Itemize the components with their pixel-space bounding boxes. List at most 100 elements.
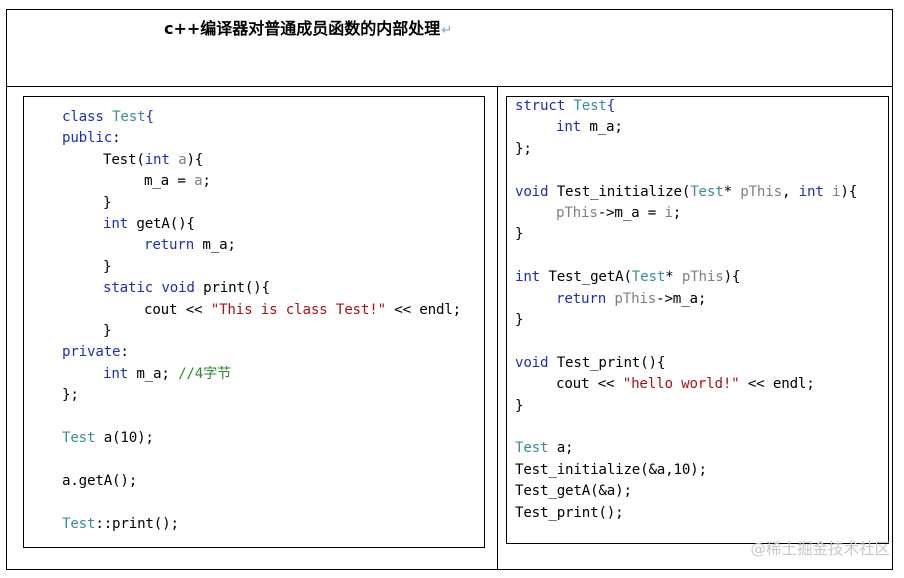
code-line: return m_a; bbox=[144, 236, 236, 254]
code-token: m_a; bbox=[589, 119, 623, 136]
code-token: struct bbox=[515, 98, 574, 114]
code-token: public bbox=[62, 130, 113, 147]
code-line: } bbox=[103, 322, 112, 340]
code-token: Test_initialize(&a,10); bbox=[515, 461, 707, 478]
code-token: } bbox=[103, 194, 112, 211]
code-line: private: bbox=[62, 343, 129, 361]
code-token: a; bbox=[548, 440, 574, 457]
code-token: return bbox=[144, 237, 203, 254]
code-token: int bbox=[103, 216, 137, 232]
code-token: int bbox=[556, 119, 590, 136]
c-struct-code-block: struct Test{int m_a;};void Test_initiali… bbox=[506, 96, 889, 544]
code-token: } bbox=[515, 397, 524, 414]
code-token: void bbox=[515, 183, 557, 200]
code-token: void bbox=[161, 280, 204, 297]
code-token: getA(){ bbox=[136, 216, 195, 232]
code-token: a bbox=[194, 173, 203, 190]
table-row-divider bbox=[6, 86, 893, 87]
code-token: Test( bbox=[103, 151, 145, 168]
code-line: Test::print(); bbox=[62, 515, 179, 533]
code-token: } bbox=[515, 226, 524, 243]
code-token: i bbox=[664, 205, 673, 221]
code-token: } bbox=[103, 323, 112, 339]
code-line: m_a = a; bbox=[144, 172, 211, 190]
code-token: }; bbox=[62, 387, 79, 404]
code-line: int m_a; //4字节 bbox=[103, 365, 231, 383]
cpp-class-code-block: class Test{public:Test(int a){m_a = a;}i… bbox=[23, 96, 485, 548]
code-line: a.getA(); bbox=[62, 472, 137, 490]
code-token: return bbox=[556, 290, 615, 307]
document-title: c++编译器对普通成员函数的内部处理↵ bbox=[164, 15, 452, 39]
code-line: cout << "This is class Test!" << endl; bbox=[144, 301, 461, 319]
code-token: Test_print(){ bbox=[556, 354, 666, 371]
code-token: "hello world!" bbox=[622, 376, 740, 393]
code-line: } bbox=[515, 397, 524, 415]
code-token: { bbox=[606, 98, 616, 114]
code-line: Test_getA(&a); bbox=[515, 482, 632, 500]
code-token: class bbox=[62, 109, 113, 125]
code-token: Test_getA(&a); bbox=[515, 483, 632, 500]
code-token: ->m_a; bbox=[656, 290, 707, 307]
code-token: static bbox=[103, 280, 162, 297]
code-token: cout << bbox=[144, 301, 211, 318]
code-token: } bbox=[103, 258, 112, 275]
code-token: Test bbox=[631, 269, 666, 286]
code-token: Test_print(); bbox=[515, 504, 624, 521]
code-token: Test bbox=[62, 430, 96, 446]
code-token: ; bbox=[202, 173, 211, 190]
table-border bbox=[6, 9, 893, 570]
code-token: pThis bbox=[614, 290, 657, 307]
code-token: pThis bbox=[556, 205, 598, 221]
code-token: "This is class Test!" bbox=[210, 301, 386, 318]
code-token: m_a; bbox=[136, 365, 179, 382]
code-line: } bbox=[103, 258, 112, 276]
code-line: cout << "hello world!" << endl; bbox=[556, 375, 815, 393]
code-token: ::print(); bbox=[95, 515, 179, 532]
code-token: ){ bbox=[186, 151, 204, 168]
code-token: }; bbox=[515, 140, 532, 157]
code-token: << endl; bbox=[385, 301, 461, 318]
code-token: * bbox=[665, 269, 682, 286]
paragraph-return-icon: ↵ bbox=[441, 23, 453, 38]
code-token: i bbox=[832, 183, 841, 200]
code-token: , bbox=[781, 183, 799, 200]
code-token: private bbox=[62, 344, 121, 361]
code-token: int bbox=[798, 183, 833, 200]
code-token: Test bbox=[515, 440, 549, 457]
code-line: public: bbox=[62, 129, 121, 147]
code-line: static void print(){ bbox=[103, 279, 270, 297]
code-token: a.getA(); bbox=[62, 472, 138, 489]
code-line: pThis->m_a = i; bbox=[556, 204, 681, 222]
code-token: Test bbox=[62, 515, 96, 532]
code-token: ){ bbox=[723, 269, 741, 286]
code-token: a(10); bbox=[95, 430, 154, 446]
code-token: ){ bbox=[840, 183, 858, 200]
code-token: pThis bbox=[681, 269, 724, 286]
code-token: Test_initialize( bbox=[556, 183, 691, 200]
code-token: : bbox=[120, 344, 129, 361]
code-line: void Test_initialize(Test* pThis, int i)… bbox=[515, 183, 857, 201]
code-line: return pThis->m_a; bbox=[556, 290, 706, 308]
code-line: } bbox=[515, 311, 524, 329]
code-line: class Test{ bbox=[62, 108, 154, 126]
code-line: } bbox=[515, 225, 524, 243]
code-token: print(){ bbox=[203, 280, 270, 297]
code-token: pThis bbox=[740, 183, 782, 200]
code-line: struct Test{ bbox=[515, 97, 615, 115]
code-token: a bbox=[178, 151, 187, 168]
code-token: m_a = bbox=[144, 173, 195, 190]
code-line: int Test_getA(Test* pThis){ bbox=[515, 268, 740, 286]
code-token: //4字节 bbox=[178, 365, 232, 382]
code-line: int m_a; bbox=[556, 118, 623, 136]
code-token: Test bbox=[112, 109, 146, 125]
code-line: }; bbox=[62, 386, 79, 404]
code-token: Test bbox=[690, 183, 724, 200]
code-line: Test(int a){ bbox=[103, 151, 203, 169]
code-line: Test_initialize(&a,10); bbox=[515, 461, 707, 479]
table-column-divider bbox=[497, 86, 498, 570]
watermark: @稀土掘金技术社区 bbox=[750, 540, 890, 558]
code-token: ; bbox=[672, 205, 682, 221]
code-line: }; bbox=[515, 140, 532, 158]
code-token: void bbox=[515, 354, 557, 371]
code-token: << endl; bbox=[739, 376, 815, 393]
